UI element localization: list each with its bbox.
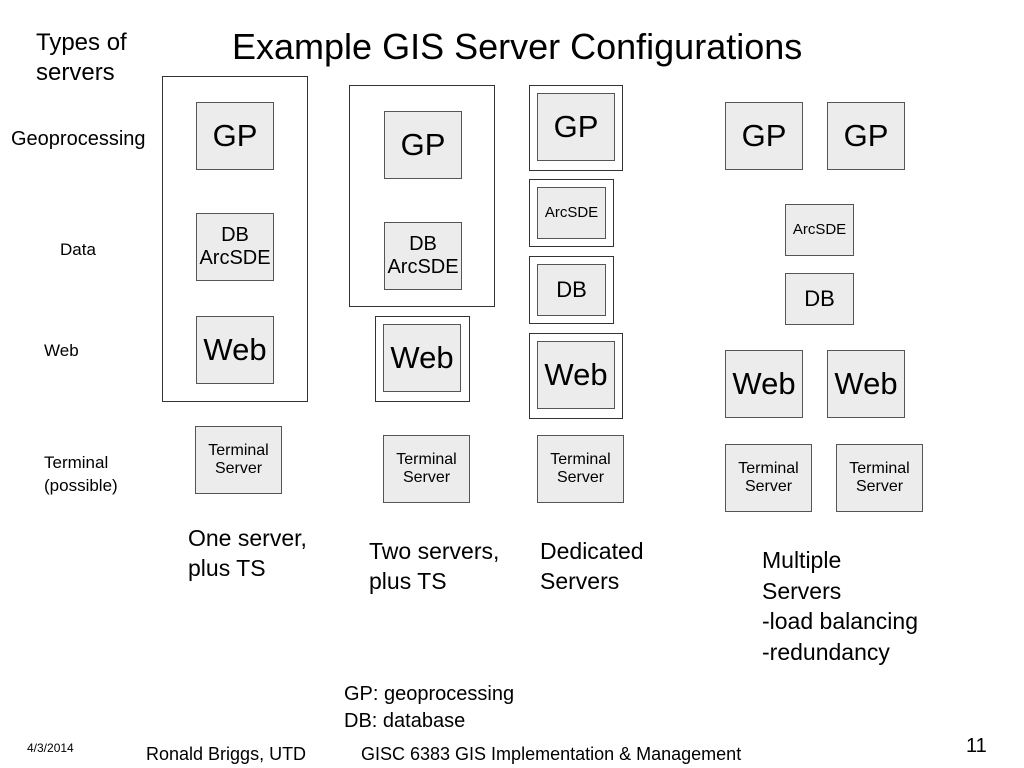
gp-db-server-frame	[349, 85, 495, 307]
config3-web-box: Web	[537, 341, 615, 409]
config1-gp-box: GP	[196, 102, 274, 170]
slide-title: Example GIS Server Configurations	[232, 26, 803, 67]
config4-terminal-server-box-2: Terminal Server	[836, 444, 923, 512]
web-server-frame	[375, 316, 470, 402]
row-label-web: Web	[44, 341, 79, 360]
caption-two-servers: Two servers, plus TS	[369, 538, 500, 594]
config3-terminal-server-box: Terminal Server	[537, 435, 624, 503]
types-of-servers-heading: Types of servers	[36, 29, 127, 86]
caption-multiple-servers: Multiple Servers -load balancing -redund…	[762, 547, 919, 665]
arcsde-server-frame	[529, 179, 614, 247]
row-label-geoprocessing: Geoprocessing	[11, 128, 146, 150]
config2-web-box: Web	[383, 324, 461, 392]
row-label-data: Data	[60, 240, 96, 259]
config2-db-arcsde-box: DB ArcSDE	[384, 222, 462, 290]
config4-db-box: DB	[785, 273, 854, 325]
caption-dedicated-servers: Dedicated Servers	[540, 538, 644, 594]
footer-author: Ronald Briggs, UTD	[146, 744, 307, 764]
config1-db-arcsde-box: DB ArcSDE	[196, 213, 274, 281]
legend-gp: GP: geoprocessing	[344, 683, 515, 705]
config1-web-box: Web	[196, 316, 274, 384]
config3-db-box: DB	[537, 264, 606, 316]
footer-date: 4/3/2014	[27, 741, 74, 755]
gp-server-frame	[529, 85, 623, 171]
config4-gp-box-2: GP	[827, 102, 905, 170]
config4-arcsde-box: ArcSDE	[785, 204, 854, 256]
config4-gp-box-1: GP	[725, 102, 803, 170]
page-number: 11	[966, 735, 987, 757]
single-server-frame	[162, 76, 308, 402]
row-label-terminal: Terminal (possible)	[44, 453, 118, 495]
config4-web-box-1: Web	[725, 350, 803, 418]
footer-course: GISC 6383 GIS Implementation & Managemen…	[361, 744, 742, 764]
caption-one-server: One server, plus TS	[188, 525, 307, 581]
config3-gp-box: GP	[537, 93, 615, 161]
config1-terminal-server-box: Terminal Server	[195, 426, 282, 494]
db-server-frame	[529, 256, 614, 324]
config3-arcsde-box: ArcSDE	[537, 187, 606, 239]
dedicated-web-server-frame	[529, 333, 623, 419]
config4-web-box-2: Web	[827, 350, 905, 418]
config2-terminal-server-box: Terminal Server	[383, 435, 470, 503]
legend-db: DB: database	[344, 710, 466, 732]
config4-terminal-server-box-1: Terminal Server	[725, 444, 812, 512]
config2-gp-box: GP	[384, 111, 462, 179]
